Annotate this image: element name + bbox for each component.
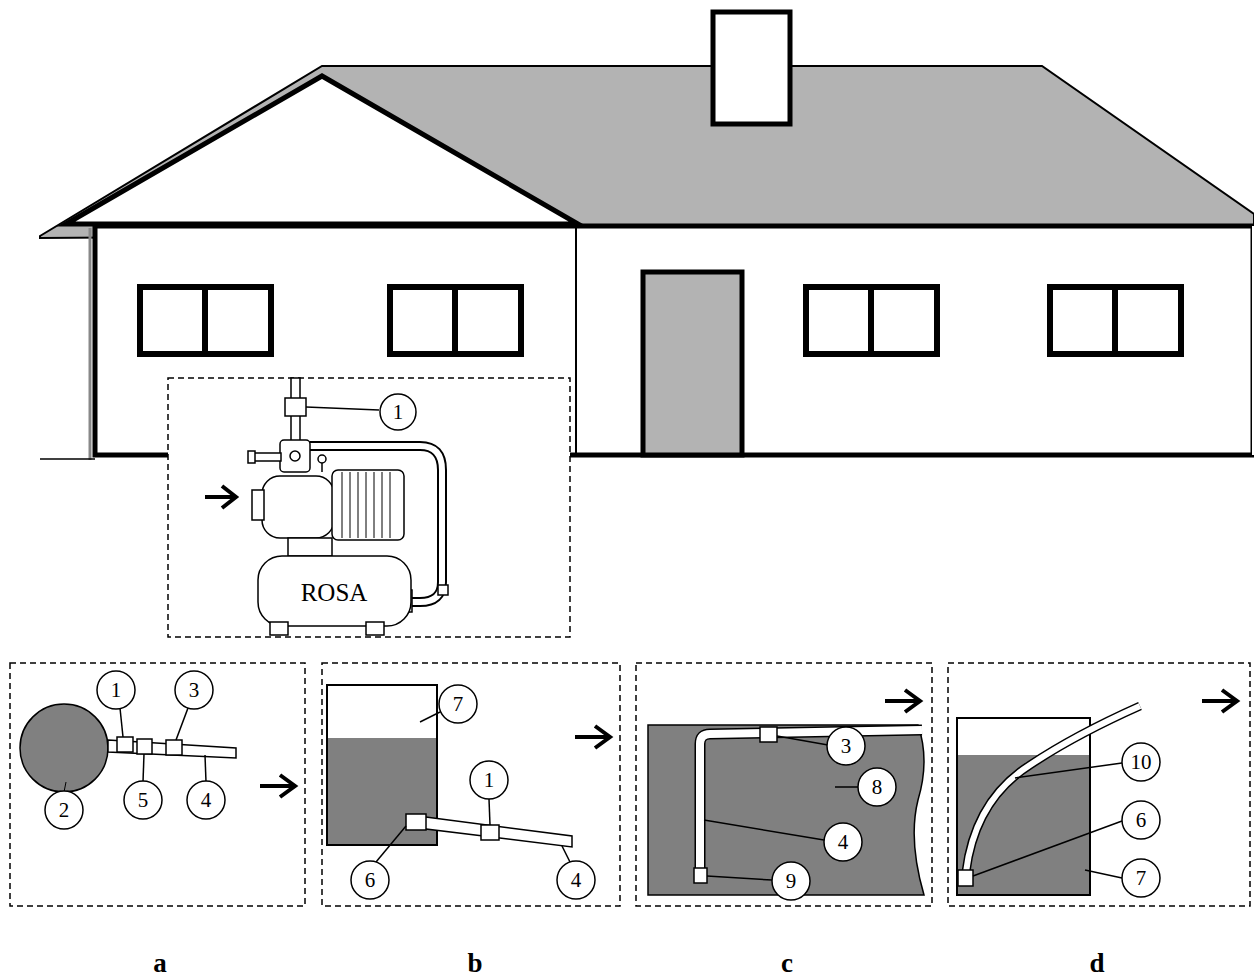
callout-number: 10	[1131, 752, 1152, 773]
callout-number: 8	[872, 777, 883, 798]
callout-number: 7	[1136, 868, 1147, 889]
callout-number: 4	[571, 870, 582, 891]
panel-frames	[10, 663, 1250, 906]
flow-arrows	[260, 690, 1237, 797]
panel-letter: a	[153, 950, 167, 977]
callout-circles	[45, 671, 1160, 900]
callout-number: 4	[838, 832, 849, 853]
callout-number: 9	[786, 871, 797, 892]
callout-number: 6	[365, 870, 376, 891]
panel-letter: c	[781, 950, 793, 977]
panel-d-art	[957, 706, 1140, 895]
callout-number: 1	[484, 770, 495, 791]
callout-number: 1	[393, 402, 404, 423]
flow-arrow	[205, 486, 236, 508]
pump-unit	[248, 378, 448, 635]
panel-letter: b	[467, 950, 482, 977]
panel-letter: d	[1089, 950, 1104, 977]
callout-number: 1	[111, 680, 122, 701]
panel-a-art	[20, 704, 236, 792]
callout-number: 2	[59, 800, 70, 821]
callout-circle	[380, 394, 416, 430]
callout-number: 4	[201, 790, 212, 811]
brand-name: ROSA	[301, 580, 368, 605]
callout-number: 6	[1136, 810, 1147, 831]
callout-number: 3	[841, 736, 852, 757]
callout-number: 3	[189, 680, 200, 701]
callout-number: 7	[453, 694, 464, 715]
callout-number: 5	[138, 790, 149, 811]
dashed-frame	[168, 378, 570, 637]
panel-b-art	[327, 685, 572, 862]
